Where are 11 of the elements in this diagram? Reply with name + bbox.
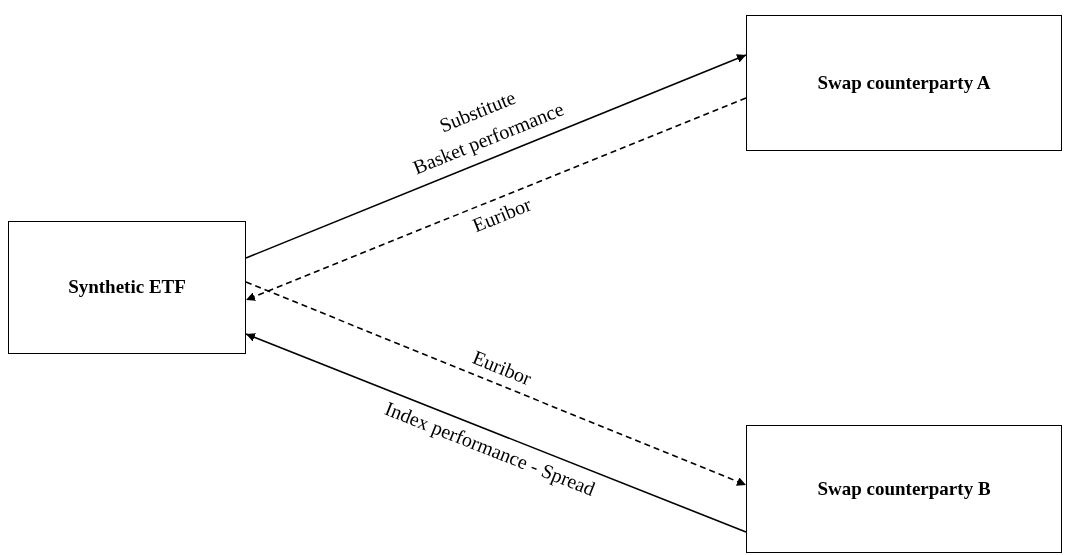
entity-label: Swap counterparty B (817, 476, 991, 501)
edge-label: Euribor (468, 191, 536, 238)
arrow (245, 97, 747, 301)
entity-box (746, 425, 1062, 553)
entity-label: Synthetic ETF (68, 275, 186, 300)
entity-box (8, 221, 246, 354)
arrow (245, 333, 747, 533)
entity-box (746, 15, 1062, 151)
entity-label: Swap counterparty A (817, 70, 991, 95)
arrow (245, 54, 747, 259)
arrow (245, 281, 747, 486)
